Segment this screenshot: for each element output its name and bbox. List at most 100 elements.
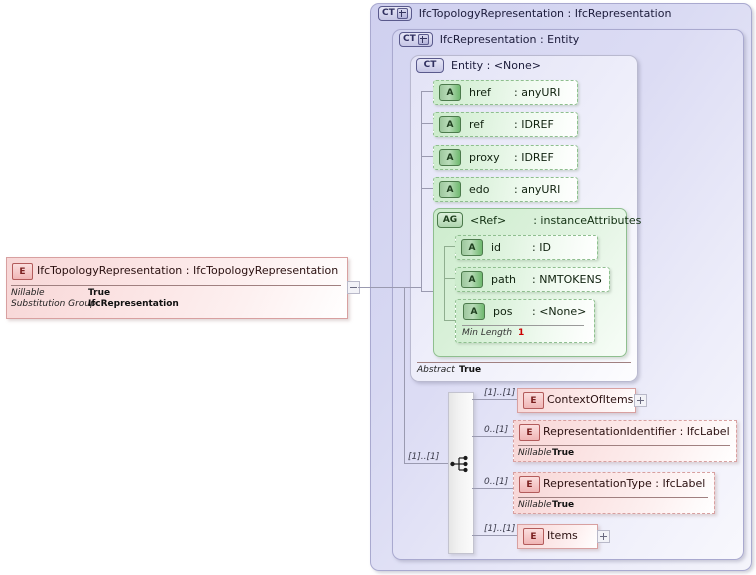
compositor-connector-spine — [404, 287, 405, 463]
expand-plus-icon[interactable] — [396, 8, 408, 19]
attribute-box-edo[interactable]: A edo : anyURI — [433, 177, 578, 202]
entity-footer-separator — [417, 362, 631, 363]
root-connector-spine — [421, 287, 422, 288]
attribute-name-label: edo — [469, 183, 490, 196]
attribute-badge: A — [439, 84, 461, 101]
root-element-separator — [11, 285, 341, 286]
entity-tree-branch — [421, 188, 433, 189]
attribute-box-pos[interactable]: A pos : <None> Min Length 1 — [455, 299, 595, 343]
root-substitution-group-value: IfcRepresentation — [88, 299, 179, 309]
attribute-group-tree-spine — [444, 246, 445, 320]
complextype-badge[interactable]: CT — [416, 58, 444, 73]
element-title-contextofitems: ContextOfItems — [547, 393, 634, 406]
root-element-box-ifctopologyrepresentation[interactable] — [6, 257, 348, 319]
complextype-title-label: Entity : <None> — [451, 59, 541, 72]
element-box-representationidentifier[interactable] — [513, 420, 737, 462]
attribute-group-header[interactable]: AG <Ref> : instanceAttributes — [437, 212, 641, 228]
root-nillable-label: Nillable — [11, 288, 45, 298]
attribute-group-tree-branch — [444, 246, 455, 247]
compositor-connector-line — [404, 463, 448, 464]
attribute-type-label: : anyURI — [514, 183, 561, 196]
representationidentifier-nillable-label: Nillable — [518, 448, 552, 458]
child-connector-line — [472, 436, 517, 437]
element-separator — [518, 497, 708, 498]
attribute-name-label: ref — [469, 118, 484, 131]
root-substitution-group-label: Substitution Group — [11, 299, 96, 309]
root-nillable-value: True — [88, 288, 111, 298]
root-element-title: IfcTopologyRepresentation : IfcTopologyR… — [37, 264, 339, 277]
representationidentifier-nillable-value: True — [552, 448, 575, 458]
attribute-name-label: id — [491, 241, 502, 254]
expand-toggle-contextofitems[interactable] — [634, 394, 647, 407]
facet-separator — [462, 325, 584, 326]
child-cardinality-items: [1]..[1] — [484, 524, 516, 534]
element-box-representationtype[interactable] — [513, 472, 715, 514]
entity-abstract-label: Abstract — [417, 365, 455, 375]
element-badge: E — [519, 476, 540, 493]
child-connector-line — [472, 535, 517, 536]
attribute-type-label: : <None> — [532, 305, 587, 318]
attribute-badge: A — [461, 239, 483, 256]
representationtype-nillable-value: True — [552, 500, 575, 510]
entity-tree-branch — [421, 91, 433, 92]
attribute-group-name-label: <Ref> — [470, 213, 507, 227]
sequence-compositor-box[interactable] — [448, 392, 474, 554]
sequence-icon — [450, 455, 468, 473]
attribute-box-href[interactable]: A href : anyURI — [433, 80, 578, 105]
entity-tree-branch — [421, 291, 433, 292]
child-connector-line — [472, 399, 517, 400]
attribute-badge: A — [463, 303, 485, 320]
expand-plus-icon[interactable] — [417, 34, 429, 45]
entity-tree-branch — [421, 156, 433, 157]
attribute-badge: A — [439, 149, 461, 166]
complextype-header-ifcrepresentation[interactable]: CT IfcRepresentation : Entity — [399, 32, 579, 47]
child-connector-line — [472, 488, 517, 489]
attribute-box-ref[interactable]: A ref : IDREF — [433, 112, 578, 137]
element-title-representationtype: RepresentationType : IfcLabel — [543, 477, 706, 490]
attribute-group-tree-branch — [444, 278, 455, 279]
element-badge: E — [523, 392, 544, 409]
root-connector-cardinality: [1]..[1] — [408, 452, 440, 462]
complextype-header-entity[interactable]: CT Entity : <None> — [416, 58, 541, 73]
entity-tree-branch — [421, 123, 433, 124]
attribute-box-id[interactable]: A id : ID — [455, 235, 598, 260]
attribute-box-proxy[interactable]: A proxy : IDREF — [433, 145, 578, 170]
attribute-badge: A — [439, 116, 461, 133]
element-badge: E — [523, 528, 544, 545]
child-cardinality-contextofitems: [1]..[1] — [484, 388, 516, 398]
element-badge: E — [519, 424, 540, 441]
entity-abstract-value: True — [459, 365, 482, 375]
attribute-name-label: pos — [493, 305, 513, 318]
attribute-type-label: : IDREF — [514, 118, 554, 131]
root-connector-line — [358, 287, 422, 288]
expand-toggle-items[interactable] — [597, 530, 610, 543]
complextype-header-ifctopologyrepresentation[interactable]: CT IfcTopologyRepresentation : IfcRepres… — [378, 6, 671, 21]
attribute-name-label: path — [491, 273, 517, 286]
attribute-type-label: : NMTOKENS — [532, 273, 602, 286]
attribute-pos-row: A pos : <None> — [456, 300, 594, 323]
entity-tree-spine — [421, 91, 422, 291]
element-badge: E — [12, 263, 33, 280]
attribute-group-tree-branch — [444, 320, 455, 321]
attribute-group-badge: AG — [437, 212, 463, 228]
attribute-group-type-label: : instanceAttributes — [533, 213, 642, 227]
complextype-badge-expandable[interactable]: CT — [399, 32, 433, 47]
element-title-representationidentifier: RepresentationIdentifier : IfcLabel — [543, 425, 730, 438]
representationtype-nillable-label: Nillable — [518, 500, 552, 510]
facet-minlength-label: Min Length — [462, 328, 513, 338]
complextype-badge-expandable[interactable]: CT — [378, 6, 412, 21]
child-cardinality-representationtype: 0..[1] — [484, 477, 509, 487]
attribute-badge: A — [439, 181, 461, 198]
attribute-type-label: : ID — [532, 241, 551, 254]
complextype-title-label: IfcRepresentation : Entity — [439, 33, 580, 46]
child-cardinality-representationidentifier: 0..[1] — [484, 425, 509, 435]
attribute-box-path[interactable]: A path : NMTOKENS — [455, 267, 610, 292]
element-separator — [518, 445, 730, 446]
attribute-name-label: href — [469, 86, 491, 99]
facet-minlength-value: 1 — [518, 328, 525, 338]
attribute-type-label: : IDREF — [514, 151, 554, 164]
complextype-title-label: IfcTopologyRepresentation : IfcRepresent… — [418, 7, 672, 20]
attribute-type-label: : anyURI — [514, 86, 561, 99]
attribute-badge: A — [461, 271, 483, 288]
element-title-items: Items — [547, 529, 578, 542]
